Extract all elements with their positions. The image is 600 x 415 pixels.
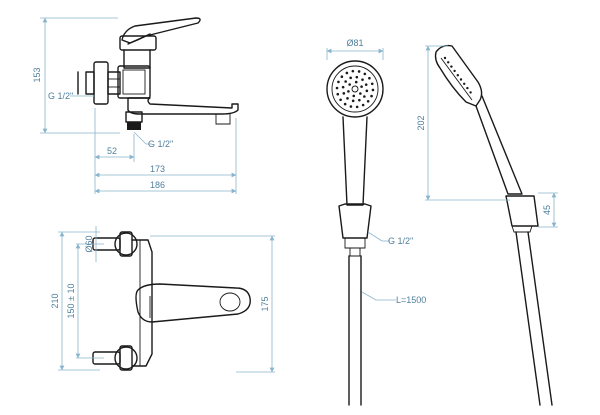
nozzle-dot — [355, 105, 359, 109]
nozzle-dot — [348, 83, 351, 86]
front-total-height-label: 210 — [50, 293, 60, 308]
nozzle-dot — [342, 92, 346, 95]
nozzle-dot — [370, 82, 374, 86]
nozzle-dot — [349, 105, 353, 108]
side-inlet-thread-label: G 1/2" — [48, 91, 73, 101]
nozzle-dot — [336, 92, 340, 96]
side-view-faucet — [77, 17, 239, 130]
side-nozzle-dot — [456, 74, 459, 77]
nozzle-dot — [364, 83, 368, 86]
hand-shower-side-dimensions: 202 45 — [416, 45, 558, 228]
side-nozzle-dot — [459, 78, 463, 81]
nozzle-dot — [346, 97, 349, 100]
holder-height-label: 45 — [542, 205, 552, 215]
shower-head-length-label: 202 — [416, 115, 426, 130]
side-nozzle-dot — [447, 61, 450, 64]
side-nozzle-pattern — [443, 56, 472, 94]
side-outlet-thread-label: G 1/2" — [148, 139, 173, 149]
nozzle-dot — [354, 80, 358, 84]
nozzle-dot — [341, 85, 345, 89]
nozzle-dot — [368, 76, 371, 80]
nozzle-dot — [340, 75, 344, 78]
nozzle-dot — [345, 71, 349, 75]
nozzle-dot — [343, 102, 347, 106]
side-nozzle-dot — [463, 82, 466, 86]
hand-shower-front-dimensions: Ø81 G 1/2" L=1500 — [326, 38, 426, 305]
nozzle-dot — [337, 80, 340, 84]
nozzle-dot — [351, 99, 355, 103]
side-height-label: 153 — [32, 67, 42, 82]
nozzle-dot — [355, 75, 359, 79]
nozzle-dot — [358, 98, 361, 102]
nozzle-dot — [366, 100, 370, 103]
nozzle-dot — [365, 89, 369, 93]
nozzle-dot — [339, 98, 342, 102]
nozzle-dot — [335, 86, 339, 90]
nozzle-dot — [361, 78, 364, 81]
shower-head-diameter-label: Ø81 — [346, 38, 363, 48]
side-view-dimensions: 153 G 1/2" G 1/2" 52 173 186 — [32, 17, 237, 194]
side-depth-186-label: 186 — [150, 180, 165, 190]
side-nozzle-dot — [469, 91, 472, 94]
nozzle-dot — [347, 90, 350, 93]
nozzle-dot — [344, 80, 347, 83]
hand-shower-front — [326, 60, 384, 406]
shower-thread-label: G 1/2" — [388, 236, 413, 246]
side-depth-52-label: 52 — [107, 146, 117, 156]
nozzle-dot — [349, 76, 352, 80]
nozzle-dot — [370, 94, 373, 98]
front-view-dimensions: 210 150 ± 10 Ø60 175 — [50, 226, 275, 373]
hand-shower-side — [434, 44, 553, 406]
front-eccentric-diameter-label: Ø60 — [84, 235, 94, 252]
front-height-175-label: 175 — [260, 296, 270, 311]
side-nozzle-dot — [450, 65, 453, 68]
side-nozzle-dot — [466, 86, 469, 90]
front-view-faucet — [92, 231, 251, 371]
side-depth-173-label: 173 — [150, 164, 165, 174]
nozzle-dot — [351, 69, 355, 73]
nozzle-dot — [363, 95, 366, 98]
nozzle-dot — [359, 92, 362, 95]
side-nozzle-dot — [453, 69, 456, 73]
hose-length-label: L=1500 — [396, 295, 426, 305]
nozzle-dot — [357, 70, 361, 73]
nozzle-dot — [363, 72, 367, 76]
nozzle-dot — [360, 85, 363, 88]
nozzle-pattern — [335, 69, 375, 109]
nozzle-dot — [352, 94, 356, 98]
front-center-distance-label: 150 ± 10 — [66, 284, 76, 319]
nozzle-dot — [361, 103, 365, 107]
side-nozzle-dot — [443, 56, 447, 60]
nozzle-dot — [371, 88, 375, 92]
